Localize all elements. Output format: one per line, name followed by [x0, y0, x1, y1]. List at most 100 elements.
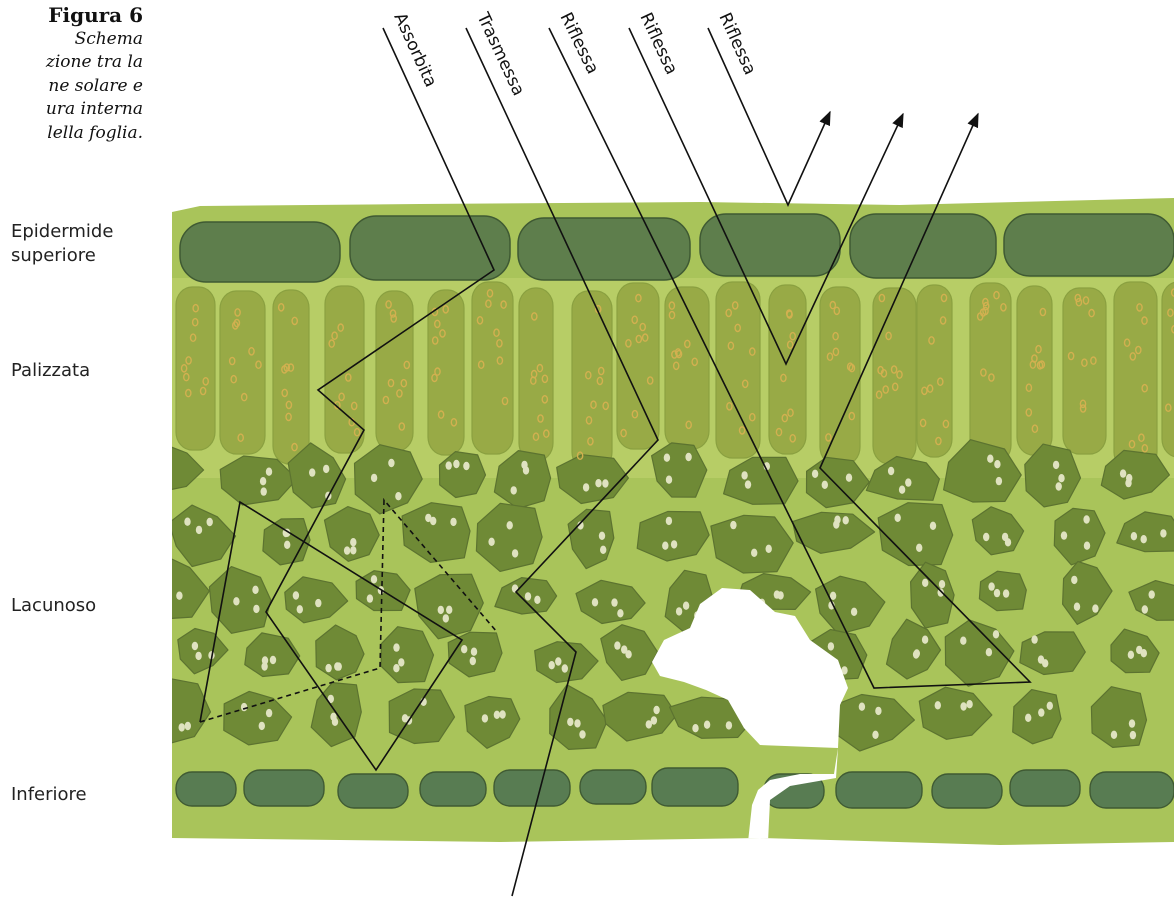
- chloroplast: [583, 483, 589, 491]
- palisade-cell: [273, 290, 309, 464]
- chloroplast: [745, 480, 751, 488]
- chloroplast: [1111, 731, 1117, 739]
- chloroplast: [1149, 590, 1155, 598]
- chloroplast: [913, 650, 919, 658]
- chloroplast: [960, 637, 966, 645]
- chloroplast: [579, 730, 585, 738]
- chloroplast: [165, 694, 171, 702]
- palisade-cells: [176, 282, 1174, 470]
- chloroplast: [344, 546, 350, 554]
- upper-epidermis-cell: [850, 214, 996, 278]
- chloroplast: [293, 591, 299, 599]
- chloroplast: [499, 710, 505, 718]
- chloroplast: [393, 664, 399, 672]
- chloroplast: [261, 487, 267, 495]
- chloroplast: [1126, 474, 1132, 482]
- chloroplast: [155, 468, 161, 476]
- chloroplast: [751, 549, 757, 557]
- chloroplast: [270, 656, 276, 664]
- chloroplast: [438, 606, 444, 614]
- chloroplast: [930, 522, 936, 530]
- chloroplast: [766, 545, 772, 553]
- chloroplast: [983, 533, 989, 541]
- chloroplast: [662, 542, 668, 550]
- ray-label-reflected-2: Riflessa: [635, 10, 681, 78]
- upper-epidermis-cell: [1004, 214, 1174, 276]
- chloroplast: [315, 599, 321, 607]
- chloroplast: [512, 549, 518, 557]
- chloroplast: [595, 479, 601, 487]
- chloroplast: [323, 465, 329, 473]
- chloroplast: [157, 466, 163, 474]
- lower-epidermis-cell: [1090, 772, 1174, 808]
- chloroplast: [922, 636, 928, 644]
- palisade-cell: [325, 286, 364, 453]
- chloroplast: [309, 468, 315, 476]
- lower-epidermis-cell: [652, 768, 738, 806]
- chloroplast: [1025, 714, 1031, 722]
- chloroplast: [935, 701, 941, 709]
- ray-label-transmitted: Trasmessa: [472, 9, 528, 99]
- chloroplast: [241, 703, 247, 711]
- chloroplast: [966, 700, 972, 708]
- chloroplast: [325, 664, 331, 672]
- chloroplast: [916, 544, 922, 552]
- chloroplast: [161, 601, 167, 609]
- upper-epidermis-cell: [180, 222, 340, 282]
- chloroplast: [482, 714, 488, 722]
- chloroplast: [899, 486, 905, 494]
- chloroplast: [895, 514, 901, 522]
- chloroplast: [666, 517, 672, 525]
- lower-epidermis-cell: [1010, 770, 1080, 806]
- ray-label-reflected-1: Riflessa: [556, 9, 603, 77]
- chloroplast: [284, 541, 290, 549]
- chloroplast: [833, 520, 839, 528]
- lower-epidermis-cell: [176, 772, 236, 806]
- chloroplast: [402, 714, 408, 722]
- lower-epidermis-cell: [494, 770, 570, 806]
- chloroplast: [207, 518, 213, 526]
- chloroplast: [1053, 461, 1059, 469]
- chloroplast: [1038, 708, 1044, 716]
- chloroplast: [507, 521, 513, 529]
- chloroplast: [195, 652, 201, 660]
- chloroplast: [726, 721, 732, 729]
- chloroplast: [192, 642, 198, 650]
- chloroplast: [1141, 535, 1147, 543]
- chloroplast: [843, 516, 849, 524]
- chloroplast: [350, 546, 356, 554]
- chloroplast: [162, 465, 168, 473]
- chloroplast: [252, 586, 258, 594]
- chloroplast: [666, 476, 672, 484]
- chloroplast: [233, 597, 239, 605]
- chloroplast: [1142, 605, 1148, 613]
- chloroplast: [960, 702, 966, 710]
- chloroplast: [549, 661, 555, 669]
- chloroplast: [453, 460, 459, 468]
- chloroplast: [388, 459, 394, 467]
- chloroplast: [534, 596, 540, 604]
- chloroplast: [822, 481, 828, 489]
- chloroplast: [471, 648, 477, 656]
- palisade-cell: [873, 288, 916, 464]
- chloroplast: [259, 722, 265, 730]
- chloroplast: [446, 606, 452, 614]
- chloroplast: [1071, 576, 1077, 584]
- chloroplast: [525, 592, 531, 600]
- chloroplast: [511, 486, 517, 494]
- lower-epidermis-cell: [836, 772, 922, 808]
- chloroplast: [196, 526, 202, 534]
- chloroplast: [851, 608, 857, 616]
- upper-epidermis-cell: [518, 218, 690, 280]
- lower-epidermis-cell: [580, 770, 646, 804]
- lower-epidermis-cell: [244, 770, 324, 806]
- palisade-cell: [1063, 288, 1106, 454]
- chloroplast: [1074, 603, 1080, 611]
- chloroplast: [1005, 538, 1011, 546]
- chloroplast: [1031, 635, 1037, 643]
- chloroplast: [1056, 482, 1062, 490]
- chloroplast: [859, 703, 865, 711]
- chloroplast: [996, 477, 1002, 485]
- chloroplast: [266, 709, 272, 717]
- chloroplast: [592, 598, 598, 606]
